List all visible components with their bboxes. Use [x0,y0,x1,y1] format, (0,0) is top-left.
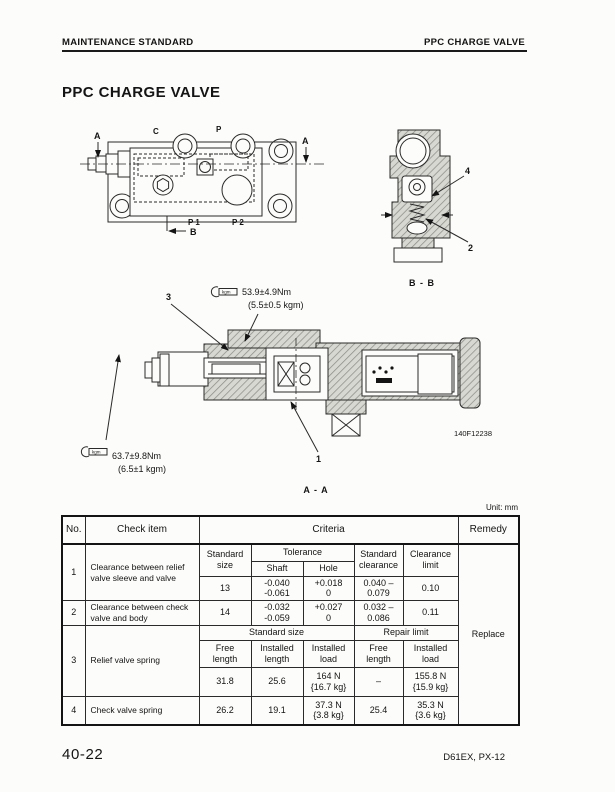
row4-free-length-repair: 25.4 [353,695,404,726]
running-header-left: MAINTENANCE STANDARD [62,37,194,48]
figure-number: 140F12238 [454,429,492,438]
section-bb-drawing [381,129,469,263]
torque-lower-kgm: (6.5±1 kgm) [118,464,166,474]
torque-upper-kgm: (5.5±0.5 kgm) [248,300,303,310]
row2-clearance-limit: 0.11 [402,600,459,626]
row2-standard-clearance: 0.032 – 0.086 [353,600,404,626]
subhead-free-length-repair: Free length [353,639,404,668]
callout-3: 3 [166,292,171,302]
row4-check-item: Check valve spring [84,695,200,726]
row3-no: 3 [61,624,86,697]
torque-upper-nm: 53.9±4.9Nm [242,287,291,297]
row3-installed-length: 25.6 [250,666,304,697]
row1-check-item: Clearance between relief valve sleeve an… [84,543,200,602]
header-rule [62,50,527,52]
subhead-installed-length: Installed length [250,639,304,668]
subhead-tolerance: Tolerance [250,543,355,562]
col-header-no: No. [61,515,86,545]
caption-section-bb: B - B [409,278,435,288]
row1-no: 1 [61,543,86,602]
callout-4: 4 [465,166,470,176]
subhead-standard-clearance: Standard clearance [353,543,404,577]
torque-wrench-icon-upper: kgm [210,286,238,298]
subhead-standard-size: Standard size [198,543,252,577]
wrench-kgm-label-lower: kgm [92,450,101,455]
row2-standard-size: 14 [198,600,252,626]
label-section-a-left: A [94,131,101,141]
row2-hole-tolerance: +0.027 0 [302,600,355,626]
page-number: 40-22 [62,746,104,763]
row3-free-length: 31.8 [198,666,252,697]
subhead-spring-standard-size: Standard size [198,624,355,641]
col-header-criteria: Criteria [198,515,459,545]
subhead-repair-limit: Repair limit [353,624,459,641]
subhead-clearance-limit: Clearance limit [402,543,459,577]
subhead-installed-load-repair: Installed load [402,639,459,668]
label-port-c: C [153,127,159,136]
caption-section-aa: A - A [303,485,328,495]
callout-2: 2 [468,243,473,253]
row1-shaft-tolerance: -0.040 -0.061 [250,575,304,602]
top-view-diagram: A A C P P 1 P 2 B [80,125,324,237]
unit-label: Unit: mm [486,503,518,512]
subhead-shaft: Shaft [250,560,304,577]
row4-no: 4 [61,695,86,726]
label-section-b: B [190,227,197,237]
label-section-a-right: A [302,136,309,146]
row2-check-item: Clearance between check valve and body [84,600,200,626]
model-code: D61EX, PX-12 [443,752,505,763]
row3-installed-load: 164 N {16.7 kg} [302,666,355,697]
col-header-remedy: Remedy [457,515,520,545]
row4-installed-load-repair: 35.3 N {3.6 kg} [402,695,459,726]
torque-lower-nm: 63.7±9.8Nm [112,451,161,461]
wrench-kgm-label-upper: kgm [222,290,231,295]
subhead-hole: Hole [302,560,355,577]
subhead-free-length: Free length [198,639,252,668]
section-aa-diagram: kgm kgm 3 1 53.9±4.9Nm (5.5±0.5 kgm) 63.… [80,286,492,495]
row3-free-length-repair: – [353,666,404,697]
page-title: PPC CHARGE VALVE [62,84,221,101]
row4-installed-length: 19.1 [250,695,304,726]
row1-standard-clearance: 0.040 – 0.079 [353,575,404,602]
remedy-cell: Replace [457,543,520,726]
top-view-drawing [80,133,324,234]
row1-hole-tolerance: +0.018 0 [302,575,355,602]
callout-1: 1 [316,454,321,464]
section-bb-diagram: 4 2 B - B [381,129,473,288]
row3-check-item: Relief valve spring [84,624,200,697]
row4-installed-load: 37.3 N {3.8 kg} [302,695,355,726]
torque-wrench-icon-lower: kgm [80,446,108,458]
maintenance-standard-table: No. Check item Criteria Remedy 1 Clearan… [61,515,521,727]
row1-clearance-limit: 0.10 [402,575,459,602]
row2-shaft-tolerance: -0.032 -0.059 [250,600,304,626]
row4-free-length: 26.2 [198,695,252,726]
label-port-p: P [216,125,222,134]
section-aa-drawing: kgm kgm [80,286,481,458]
label-port-p1: P 1 [188,218,200,227]
col-header-check-item: Check item [84,515,200,545]
row2-no: 2 [61,600,86,626]
subhead-installed-load: Installed load [302,639,355,668]
label-port-p2: P 2 [232,218,244,227]
row1-standard-size: 13 [198,575,252,602]
row3-installed-load-repair: 155.8 N {15.9 kg} [402,666,459,697]
running-header-right: PPC CHARGE VALVE [423,37,525,48]
